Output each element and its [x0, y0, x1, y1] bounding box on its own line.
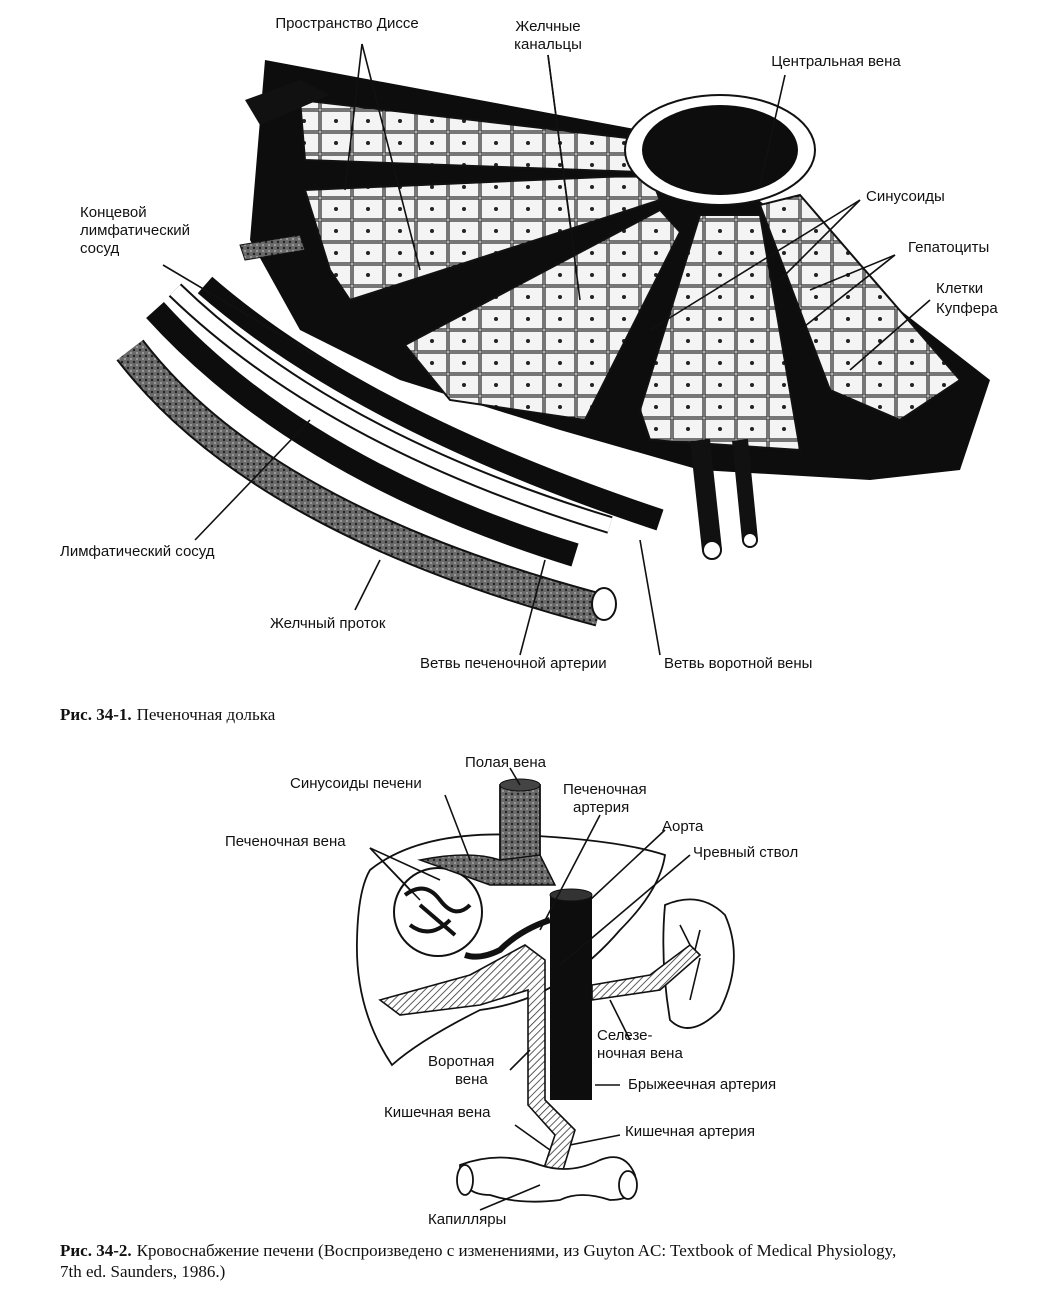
label-bile-canaliculi-2: канальцы — [514, 36, 582, 53]
label-terminal-lymph-2: лимфатический — [80, 222, 190, 239]
label-mesenteric-artery: Брыжеечная артерия — [628, 1076, 776, 1093]
portal-triad-bundle — [116, 276, 664, 627]
label-hepatocytes: Гепатоциты — [908, 239, 989, 256]
figure1-caption-text: Печеночная долька — [137, 705, 276, 724]
label-disse-space: Пространство Диссе — [275, 15, 418, 32]
label-kupffer-2: Купфера — [936, 300, 998, 317]
figure1-liver-lobule: Пространство Диссе Желчные канальцы Цент… — [60, 15, 998, 724]
figure2-leader-lines — [369, 767, 691, 1211]
figure1-caption-number: Рис. 34-1. — [60, 705, 132, 724]
label-splenic-vein-1: Селезе- — [597, 1027, 653, 1044]
figure1-leader-lines — [162, 43, 931, 656]
label-celiac-trunk: Чревный ствол — [693, 844, 798, 861]
aorta — [550, 895, 592, 1100]
label-splenic-vein-2: ночная вена — [597, 1045, 683, 1062]
figure2-caption-line2: 7th ed. Saunders, 1986.) — [60, 1262, 225, 1281]
figure2-caption-text: Кровоснабжение печени (Воспроизведено с … — [137, 1241, 897, 1260]
label-aorta: Аорта — [662, 818, 704, 835]
label-intestinal-vein: Кишечная вена — [384, 1104, 491, 1121]
label-central-vein: Центральная вена — [771, 53, 901, 70]
label-capillaries: Капилляры — [428, 1211, 506, 1228]
figure2-caption-number: Рис. 34-2. — [60, 1241, 132, 1260]
label-terminal-lymph-3: сосуд — [80, 240, 120, 257]
bile-duct-tube — [146, 301, 579, 567]
label-kupffer-1: Клетки — [936, 280, 983, 297]
hepatic-artery-branch-tube — [197, 276, 664, 531]
label-bile-duct: Желчный проток — [270, 615, 386, 632]
label-vena-cava: Полая вена — [465, 754, 547, 771]
label-hepatic-vein: Печеночная вена — [225, 833, 346, 850]
label-portal-vein-2: вена — [455, 1071, 488, 1088]
label-sinusoids: Синусоиды — [866, 188, 945, 205]
label-intestinal-artery: Кишечная артерия — [625, 1123, 755, 1140]
splenic-vein — [591, 943, 702, 1001]
hepatocyte-plates — [298, 98, 962, 452]
figure2-labels: Полая вена Синусоиды печени Печеночная а… — [225, 754, 798, 1228]
central-vein — [642, 105, 798, 195]
label-lymph-vessel: Лимфатический сосуд — [60, 543, 215, 560]
label-hepatic-artery-2: артерия — [573, 799, 629, 816]
label-bile-canaliculi-1: Желчные — [515, 18, 580, 35]
label-liver-sinusoids: Синусоиды печени — [290, 775, 422, 792]
label-portal-vein-branch: Ветвь воротной вены — [664, 655, 812, 672]
label-terminal-lymph-1: Концевой — [80, 204, 147, 221]
label-portal-vein-1: Воротная — [428, 1053, 494, 1070]
figure1-labels: Пространство Диссе Желчные канальцы Цент… — [60, 15, 998, 672]
label-hepatic-artery-1: Печеночная — [563, 781, 647, 798]
figure2-blood-supply: Полая вена Синусоиды печени Печеночная а… — [60, 754, 896, 1281]
figure2-caption-line1: Рис. 34-2. Кровоснабжение печени (Воспрои… — [60, 1241, 896, 1260]
figure1-caption: Рис. 34-1. Печеночная долька — [60, 705, 276, 724]
label-hepatic-artery-branch: Ветвь печеночной артерии — [420, 655, 607, 672]
sinusoid-lobule-circle — [393, 867, 483, 957]
